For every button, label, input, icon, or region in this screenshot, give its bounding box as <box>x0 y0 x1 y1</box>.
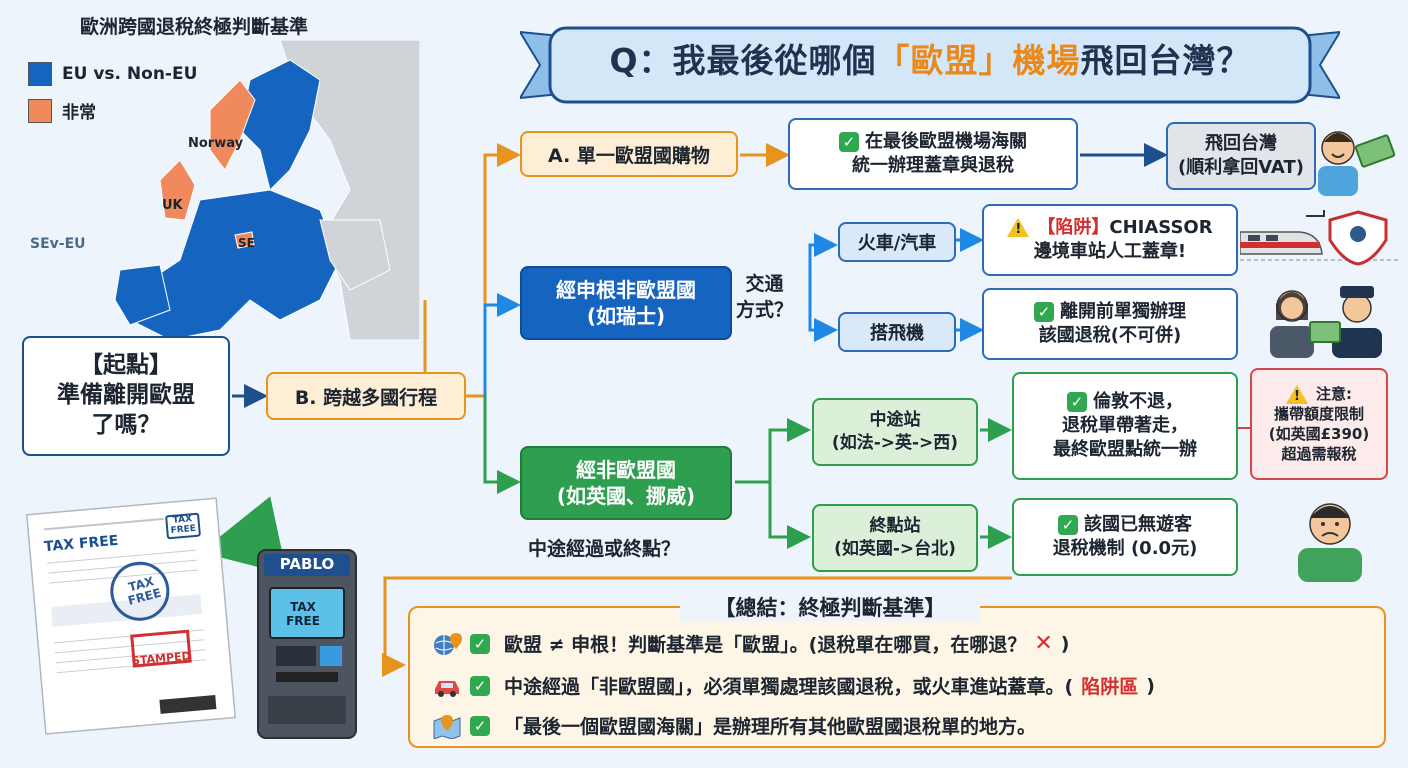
transit-label1: 中途站 <box>869 410 921 431</box>
happy-traveler-icon <box>1318 131 1396 196</box>
transport-question-line2: 方式？ <box>736 298 794 321</box>
check-icon: ✓ <box>470 633 490 654</box>
map-pin-icon <box>433 714 461 739</box>
check-icon: ✓ <box>470 675 490 696</box>
terminal-result-line2: 退稅機制 (0.0元) <box>1052 538 1198 559</box>
transit-terminal-question: 中途經過或終點？ <box>528 538 681 560</box>
terminal-result: ✓ 該國已無遊客 退稅機制 (0.0元) <box>1012 498 1238 576</box>
plane-result-line2: 該國退稅(不可併) <box>1038 325 1182 346</box>
question-pre: Q：我最後從哪個 <box>609 41 877 80</box>
globe-pin-icon <box>434 632 462 655</box>
legend-eu: EU vs. Non-EU <box>28 62 197 86</box>
check-icon: ✓ <box>1034 301 1054 322</box>
check-icon: ✓ <box>839 131 859 152</box>
legend-label-eu: EU vs. Non-EU <box>62 64 198 84</box>
form-badge: TAX FREE <box>165 512 201 540</box>
plane-node: 搭飛機 <box>838 312 956 352</box>
summary-line1-end: ) <box>1060 632 1070 655</box>
summary-line-3: ✓ 「最後一個歐盟國海關」是辦理所有其他歐盟國退稅單的地方。 <box>432 712 1036 739</box>
start-line1: 【起點】 <box>80 352 172 379</box>
plane-result: ✓ 離開前單獨辦理 該國退稅(不可併) <box>982 288 1238 360</box>
cross-icon: ✕ <box>1034 631 1053 656</box>
summary-line2-end: ) <box>1146 674 1155 697</box>
note-line2: (如英國£390) <box>1268 425 1370 443</box>
note-line3: 超過需報稅 <box>1281 445 1357 464</box>
question-title: Q：我最後從哪個「歐盟」機場飛回台灣？ <box>540 34 1320 82</box>
transit-result-line2: 退稅單帶著走， <box>1062 414 1188 436</box>
branch-a-node: A. 單一歐盟國購物 <box>520 131 738 177</box>
europe-map <box>20 40 420 340</box>
check-icon: ✓ <box>1067 391 1087 412</box>
schengen-line1: 經申根非歐盟國 <box>556 278 696 302</box>
map-label-ch: SE <box>238 236 255 250</box>
summary-panel <box>408 606 1386 748</box>
trap-node: 【陷阱】CHIASSOR 邊境車站人工蓋章! <box>982 204 1238 276</box>
check-icon: ✓ <box>1058 514 1078 535</box>
check-icon: ✓ <box>470 715 490 736</box>
transit-result-line3: 最終歐盟點統一辦 <box>1053 439 1197 461</box>
note-title: 注意: <box>1316 384 1352 403</box>
question-highlight: 「歐盟」機場 <box>876 41 1081 80</box>
car-icon <box>435 680 459 697</box>
fly-home-line1: 飛回台灣 <box>1205 132 1277 154</box>
transit-label2: (如法->英->西) <box>831 433 959 453</box>
schengen-node: 經申根非歐盟國 (如瑞士) <box>520 266 732 340</box>
fly-home-node: 飛回台灣 (順利拿回VAT) <box>1166 122 1316 190</box>
summary-line-2: ✓ 中途經過「非歐盟國」，必須單獨處理該國退稅，或火車進站蓋章。( 陷阱區) <box>432 672 1155 699</box>
trap-text2: 邊境車站人工蓋章! <box>1033 241 1187 262</box>
allowance-note: 注意: 攜帶額度限制 (如英國£390) 超過需報稅 <box>1250 368 1388 480</box>
branch-a-result: ✓ 在最後歐盟機場海關 統一辦理蓋章與退稅 <box>788 118 1078 190</box>
terminal-label1: 終點站 <box>869 516 921 537</box>
question-post: 飛回台灣？ <box>1080 41 1251 80</box>
summary-title: 【總結：終極判斷基準】 <box>680 592 980 622</box>
legend-non-eu: 非常 <box>28 98 96 123</box>
summary-line3-text: 「最後一個歐盟國海關」是辦理所有其他歐盟國退稅單的地方。 <box>504 716 1037 738</box>
map-label-uk: UK <box>162 198 183 213</box>
terminal-node: 終點站 (如英國->台北) <box>812 504 978 572</box>
schengen-line2: (如瑞士) <box>586 304 666 328</box>
trap-text1: CHIASSOR <box>1109 216 1213 238</box>
non-eu-node: 經非歐盟國 (如英國、挪威) <box>520 446 732 520</box>
train-customs-icon <box>1240 210 1400 266</box>
kiosk-brand: PABLO <box>279 555 335 573</box>
plane-result-line1: 離開前單獨辦理 <box>1060 300 1186 322</box>
transport-question: 交通 方式？ <box>736 272 793 323</box>
summary-line2-text: 中途經過「非歐盟國」，必須單獨處理該國退稅，或火車進站蓋章。( <box>504 676 1074 698</box>
terminal-result-line1: 該國已無遊客 <box>1084 513 1192 535</box>
summary-line-1: ✓ 歐盟 ≠ 申根！判斷基準是「歐盟」。(退稅單在哪買，在哪退？ ✕) <box>432 630 1069 657</box>
branch-a-result-line1: 在最後歐盟機場海關 <box>865 130 1027 152</box>
tax-free-form <box>25 497 237 735</box>
legend-swatch-blue <box>28 62 52 86</box>
note-line1: 攜帶額度限制 <box>1273 404 1364 423</box>
fly-home-line2: (順利拿回VAT) <box>1178 157 1304 178</box>
warning-icon <box>1286 384 1308 405</box>
transit-node: 中途站 (如法->英->西) <box>812 398 978 466</box>
map-label-norway: Norway <box>188 136 244 151</box>
branch-a-result-line2: 統一辦理蓋章與退稅 <box>852 155 1014 176</box>
non-eu-line2: (如英國、挪威) <box>556 484 696 508</box>
transport-question-line1: 交通 <box>745 273 784 295</box>
map-logo: SEv-EU <box>30 236 86 252</box>
sad-traveler-icon <box>1298 503 1362 582</box>
legend-swatch-orange <box>28 98 52 123</box>
start-line3: 了嗎？ <box>91 411 161 438</box>
transit-result-line1: 倫敦不退， <box>1093 390 1183 412</box>
summary-line2-red: 陷阱區 <box>1081 676 1139 698</box>
warning-icon <box>1007 218 1030 239</box>
question-banner <box>520 26 1340 104</box>
terminal-label2: (如英國->台北) <box>834 539 956 559</box>
start-node: 【起點】 準備離開歐盟 了嗎？ <box>22 336 230 456</box>
train-car-node: 火車/汽車 <box>838 222 956 262</box>
trap-tag: 【陷阱】 <box>1037 216 1110 238</box>
tax-refund-kiosk <box>257 549 357 739</box>
officer-traveler-icon <box>1270 286 1382 358</box>
non-eu-line1: 經非歐盟國 <box>576 458 676 482</box>
kiosk-screen: TAX FREE <box>286 600 320 629</box>
legend-label-non-eu: 非常 <box>62 103 96 123</box>
branch-b-node: B. 跨越多國行程 <box>266 372 466 420</box>
transit-result: ✓ 倫敦不退， 退稅單帶著走， 最終歐盟點統一辦 <box>1012 372 1238 480</box>
summary-line1-text: 歐盟 ≠ 申根！判斷基準是「歐盟」。(退稅單在哪買，在哪退？ <box>504 634 1027 656</box>
map-title: 歐洲跨國退稅終極判斷基準 <box>80 16 309 38</box>
start-line2: 準備離開歐盟 <box>57 382 195 409</box>
